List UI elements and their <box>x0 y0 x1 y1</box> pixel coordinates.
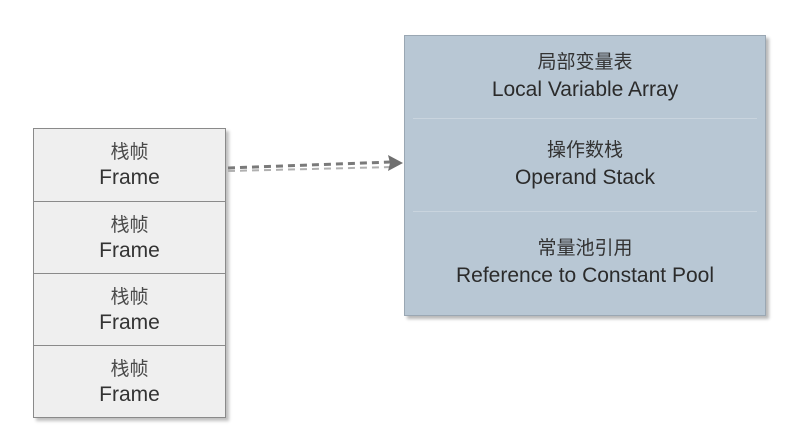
section-divider <box>413 211 757 212</box>
local-vars-label-en: Local Variable Array <box>491 78 679 101</box>
frame-label-en: Frame <box>99 382 160 406</box>
frame-label-zh: 栈帧 <box>110 141 149 163</box>
frame-label-zh: 栈帧 <box>110 213 149 236</box>
frame-label-zh: 栈帧 <box>110 357 149 380</box>
operand-stack-label-zh: 操作数栈 <box>546 139 623 161</box>
operand-stack: 操作数栈 Operand Stack <box>405 136 765 192</box>
const-pool-label-zh: 常量池引用 <box>537 237 633 259</box>
stack-frame: 栈帧 Frame <box>33 202 226 274</box>
local-vars-label-zh: 局部变量表 <box>537 51 633 73</box>
section-divider <box>413 118 757 119</box>
stack-frames: 栈帧 Frame 栈帧 Frame 栈帧 Frame 栈帧 Frame <box>33 128 226 418</box>
local-variable-array: 局部变量表 Local Variable Array <box>405 48 765 104</box>
frame-label-en: Frame <box>99 166 160 189</box>
operand-stack-label-en: Operand Stack <box>514 166 656 189</box>
constant-pool-reference: 常量池引用 Reference to Constant Pool <box>405 234 765 290</box>
frame-label-en: Frame <box>99 310 160 334</box>
arrow-head <box>388 155 403 171</box>
frame-detail-panel: 局部变量表 Local Variable Array 操作数栈 Operand … <box>404 35 766 316</box>
arrow-line-shadow <box>227 166 393 172</box>
stack-frame: 栈帧 Frame <box>33 128 226 202</box>
stack-frame: 栈帧 Frame <box>33 274 226 346</box>
frame-label-zh: 栈帧 <box>110 285 149 308</box>
const-pool-label-en: Reference to Constant Pool <box>456 264 714 287</box>
arrow-line <box>227 160 393 170</box>
stack-frame: 栈帧 Frame <box>33 346 226 418</box>
frame-label-en: Frame <box>99 238 160 262</box>
